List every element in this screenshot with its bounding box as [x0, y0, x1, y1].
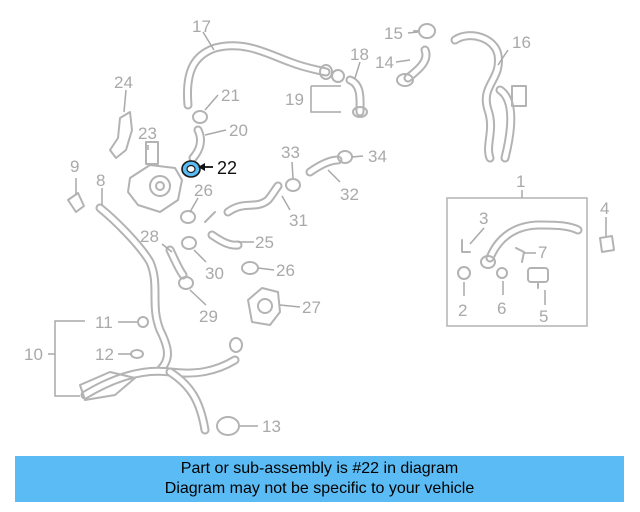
bracket-24: [109, 111, 133, 159]
clip-4: [599, 235, 615, 253]
label-13: 13: [262, 417, 281, 436]
label-25: 25: [255, 233, 274, 252]
info-banner: Part or sub-assembly is #22 in diagram D…: [15, 456, 624, 502]
label-3: 3: [479, 209, 488, 228]
label-29: 29: [199, 307, 218, 326]
hose-17: [182, 41, 333, 110]
seal-6: [496, 267, 508, 279]
label-22: 22: [217, 158, 237, 178]
hose-14: [396, 45, 431, 87]
housing-27: [247, 287, 281, 326]
label-10: 10: [24, 345, 43, 364]
label-28: 28: [140, 227, 159, 246]
bolt-11: [137, 316, 149, 328]
parts-diagram: 1 2 3 4 5 6 7 8 9 10 11 12 13 14 15 16 1…: [24, 17, 615, 436]
hose-32: [305, 155, 343, 177]
clip-15: [413, 23, 436, 39]
label-2: 2: [458, 301, 467, 320]
label-4: 4: [600, 199, 609, 218]
label-9: 9: [70, 157, 79, 176]
label-1: 1: [516, 172, 525, 191]
label-18: 18: [350, 45, 369, 64]
pipe-3: [480, 220, 583, 269]
clip-26a: [180, 210, 196, 224]
banner-line-2: Diagram may not be specific to your vehi…: [164, 480, 475, 497]
pipe-10: [79, 337, 243, 435]
clip-7: [515, 247, 525, 263]
clip-30: [181, 236, 197, 250]
seal-12: [130, 349, 144, 359]
clip-29: [178, 276, 194, 290]
label-21: 21: [221, 86, 240, 105]
label-32: 32: [340, 185, 359, 204]
label-33: 33: [281, 143, 300, 162]
clip-26b: [241, 261, 259, 275]
hose-19: [331, 69, 368, 118]
clip-9: [67, 192, 85, 213]
bracket-10: [54, 320, 85, 397]
label-14: 14: [375, 53, 394, 72]
label-20: 20: [229, 121, 248, 140]
label-15: 15: [384, 24, 403, 43]
label-24: 24: [114, 73, 133, 92]
hose-28: [165, 245, 188, 280]
sensor-5: [527, 267, 549, 289]
clamp-22: [181, 160, 201, 178]
label-27: 27: [302, 298, 321, 317]
label-16: 16: [512, 33, 531, 52]
label-34: 34: [368, 147, 387, 166]
label-26a: 26: [194, 181, 213, 200]
label-26b: 26: [276, 261, 295, 280]
clip-33: [285, 178, 301, 192]
hose-26: [204, 211, 216, 223]
label-5: 5: [539, 307, 548, 326]
hose-20: [188, 125, 205, 163]
clip-3: [461, 239, 471, 253]
pump-23: [127, 141, 183, 213]
label-17: 17: [192, 17, 211, 36]
seal-13: [216, 416, 240, 436]
label-31: 31: [289, 211, 308, 230]
label-12: 12: [95, 345, 114, 364]
clip-21: [192, 110, 208, 124]
label-6: 6: [497, 299, 506, 318]
hose-25: [207, 230, 243, 250]
label-23: 23: [138, 124, 157, 143]
label-30: 30: [205, 264, 224, 283]
seal-2: [457, 266, 471, 280]
banner-line-1: Part or sub-assembly is #22 in diagram: [180, 460, 459, 477]
pipe-31: [223, 181, 283, 217]
label-8: 8: [96, 171, 105, 190]
hose-16: [450, 31, 527, 163]
label-19: 19: [285, 90, 304, 109]
pipe-8: [95, 203, 172, 375]
assembly-frame: [446, 197, 588, 327]
label-7: 7: [538, 243, 547, 262]
label-11: 11: [95, 313, 113, 332]
